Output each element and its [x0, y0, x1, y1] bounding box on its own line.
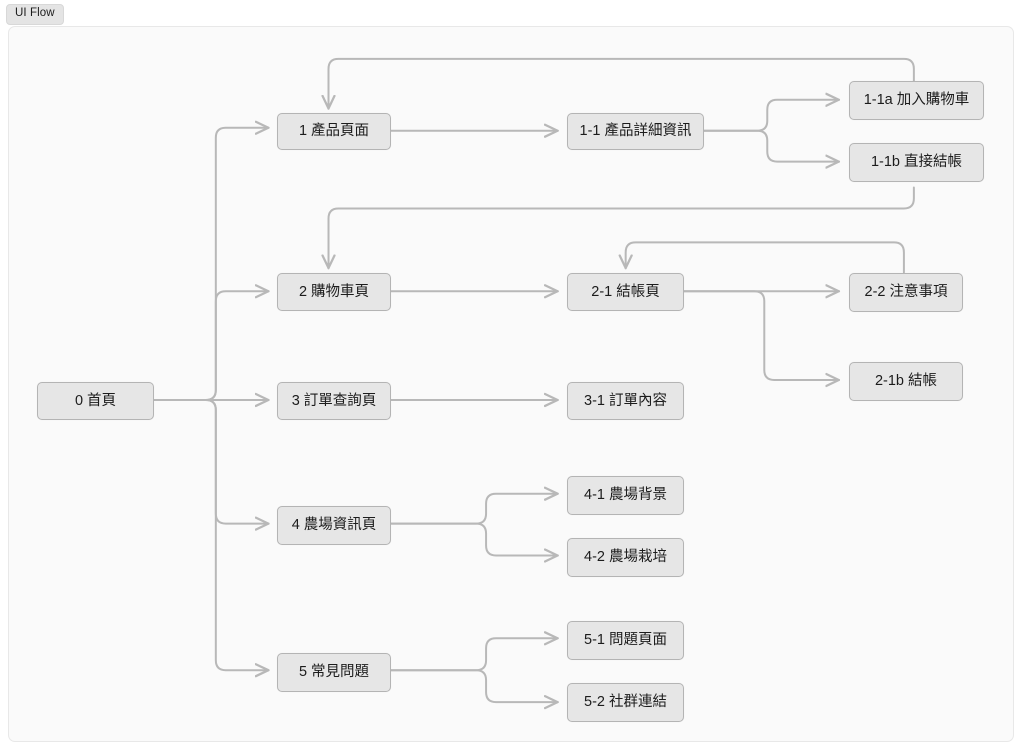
flow-node-3[interactable]: 3 訂單查詢頁 — [277, 382, 391, 420]
edge-0-to-4 — [153, 398, 270, 524]
flow-node-label: 5-2 社群連結 — [584, 694, 667, 711]
flow-node-label: 1-1a 加入購物車 — [863, 92, 970, 109]
edge-2-1-to-2-1b — [682, 290, 841, 380]
flow-node-1-1[interactable]: 1-1 產品詳細資訊 — [567, 113, 704, 150]
flow-node-2-1b[interactable]: 2-1b 結帳 — [849, 362, 963, 401]
edge-4-to-4-2 — [390, 522, 559, 556]
edge-4-to-4-1 — [390, 494, 559, 525]
flow-node-5-1[interactable]: 5-1 問題頁面 — [567, 621, 684, 660]
edge-1-1b-to-2 — [329, 186, 915, 270]
edge-0-to-2 — [153, 291, 270, 401]
edge-0-to-1 — [153, 128, 270, 401]
flow-node-1-1b[interactable]: 1-1b 直接結帳 — [849, 143, 984, 182]
edge-2-2-to-2-1 — [626, 241, 905, 274]
edge-1-1-to-1-1a — [702, 100, 841, 132]
flow-node-4-2[interactable]: 4-2 農場栽培 — [567, 538, 684, 577]
flow-node-label: 3-1 訂單內容 — [584, 392, 667, 409]
flow-node-5-2[interactable]: 5-2 社群連結 — [567, 683, 684, 722]
flow-node-label: 2-1b 結帳 — [874, 373, 938, 390]
flow-node-label: 4-2 農場栽培 — [584, 549, 667, 566]
flow-node-0[interactable]: 0 首頁 — [37, 382, 154, 420]
page-title: UI Flow — [6, 4, 64, 25]
flow-node-label: 5 常見問題 — [298, 664, 370, 681]
flow-node-2-1[interactable]: 2-1 結帳頁 — [567, 273, 684, 311]
flow-node-1-1a[interactable]: 1-1a 加入購物車 — [849, 81, 984, 120]
flow-node-label: 1 產品頁面 — [298, 123, 370, 140]
edge-5-to-5-2 — [390, 669, 559, 702]
flow-node-2[interactable]: 2 購物車頁 — [277, 273, 391, 311]
flow-node-label: 2-2 注意事項 — [864, 284, 948, 301]
flow-node-label: 4 農場資訊頁 — [291, 517, 377, 534]
edge-1-1a-to-1 — [329, 57, 915, 110]
flow-node-2-2[interactable]: 2-2 注意事項 — [849, 273, 963, 312]
flow-node-1[interactable]: 1 產品頁面 — [277, 113, 391, 150]
flow-node-label: 5-1 問題頁面 — [584, 632, 667, 649]
flow-node-label: 1-1b 直接結帳 — [870, 154, 963, 171]
flow-node-4[interactable]: 4 農場資訊頁 — [277, 506, 391, 545]
edge-1-1-to-1-1b — [702, 129, 841, 162]
flow-node-label: 4-1 農場背景 — [584, 487, 667, 504]
flow-node-label: 2 購物車頁 — [298, 283, 370, 300]
flow-node-label: 1-1 產品詳細資訊 — [579, 123, 692, 140]
flow-node-label: 2-1 結帳頁 — [591, 283, 660, 300]
flow-canvas[interactable]: 0 首頁 1 產品頁面 1-1 產品詳細資訊 1-1a 加入購物車 1-1b 直接結帳 2… — [8, 26, 1014, 742]
flow-node-5[interactable]: 5 常見問題 — [277, 653, 391, 692]
edge-0-to-5 — [153, 398, 270, 670]
flow-node-4-1[interactable]: 4-1 農場背景 — [567, 476, 684, 515]
flow-node-label: 3 訂單查詢頁 — [291, 392, 377, 409]
flow-node-3-1[interactable]: 3-1 訂單內容 — [567, 382, 684, 420]
edge-5-to-5-1 — [390, 638, 559, 672]
flow-node-label: 0 首頁 — [74, 392, 117, 409]
